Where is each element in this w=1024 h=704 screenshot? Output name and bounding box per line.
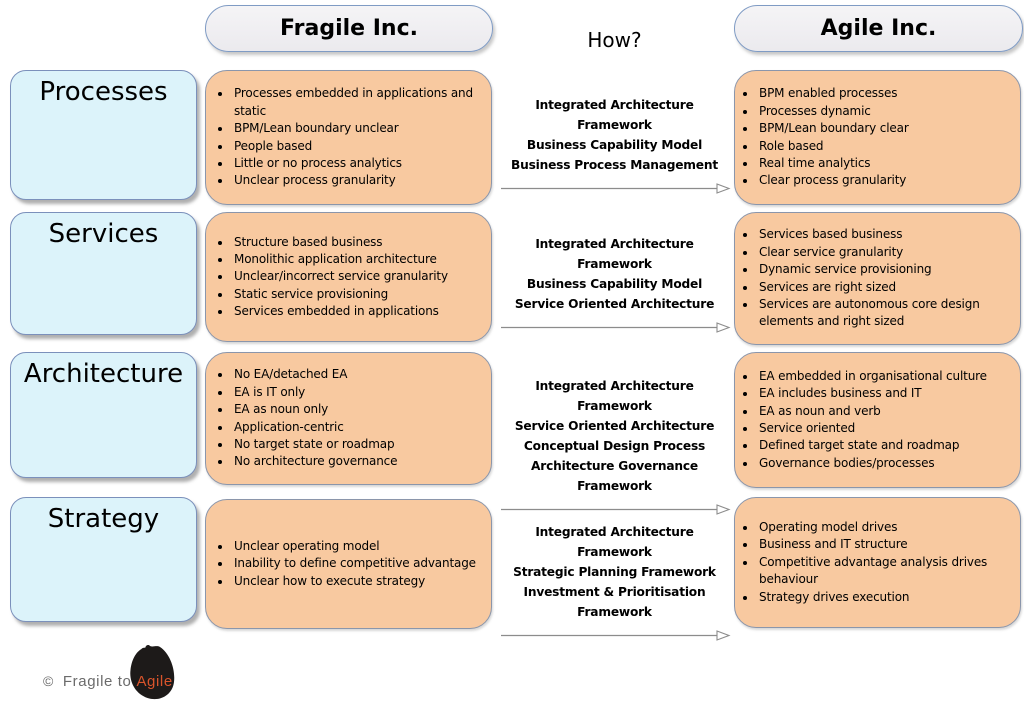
bullet-item: EA as noun and verb	[757, 403, 987, 420]
fragile-header-pill: Fragile Inc.	[205, 5, 493, 52]
how-line: Architecture Governance Framework	[531, 459, 698, 493]
how-line: Integrated Architecture Framework	[535, 525, 694, 559]
bullet-item: Real time analytics	[757, 155, 909, 172]
how-line: Integrated Architecture Framework	[535, 237, 694, 271]
agile-box-services: Services based businessClear service gra…	[734, 212, 1021, 345]
bullet-item: EA is IT only	[232, 384, 397, 401]
agile-box-architecture: EA embedded in organisational cultureEA …	[734, 352, 1021, 488]
how-line: Integrated Architecture Framework	[535, 98, 694, 132]
agile-box-processes: BPM enabled processesProcesses dynamicBP…	[734, 70, 1021, 205]
fragile-bullets-processes: Processes embedded in applications and s…	[206, 83, 491, 191]
bullet-item: EA embedded in organisational culture	[757, 368, 987, 385]
right-arrow-icon	[500, 630, 731, 641]
bullet-item: Static service provisioning	[232, 286, 448, 303]
bullet-item: BPM enabled processes	[757, 85, 909, 102]
bullet-item: Defined target state and roadmap	[757, 437, 987, 454]
fragile-bullets-architecture: No EA/detached EAEA is IT onlyEA as noun…	[206, 364, 401, 472]
how-line: Business Capability Model	[526, 138, 703, 152]
row-label-services: Services	[10, 212, 197, 335]
bullet-item: Dynamic service provisioning	[757, 261, 1016, 278]
bullet-item: Role based	[757, 138, 909, 155]
bullet-item: Services based business	[757, 226, 1016, 243]
bullet-item: No architecture governance	[232, 453, 398, 470]
brand-orange-text: Agile	[136, 673, 173, 690]
bullet-item: Business and IT structure	[757, 536, 1016, 553]
bullet-item: Governance bodies/processes	[757, 455, 987, 472]
right-arrow-icon	[500, 183, 731, 194]
row-label-processes: Processes	[10, 70, 197, 200]
bullet-item: Services are autonomous core design elem…	[757, 296, 1016, 331]
how-line: Service Oriented Architecture	[514, 419, 715, 433]
how-line: Business Process Management	[511, 158, 718, 172]
bullet-item: EA as noun only	[232, 401, 397, 418]
how-line: Service Oriented Architecture	[514, 297, 715, 311]
bullet-item: Structure based business	[232, 234, 448, 251]
bullet-item: Services are right sized	[757, 279, 1016, 296]
row-label-architecture: Architecture	[10, 352, 197, 478]
logo-blob-icon	[130, 645, 175, 700]
how-line: Investment & Prioritisation Framework	[523, 585, 706, 619]
fragile-bullets-strategy: Unclear operating modelInability to defi…	[206, 536, 480, 592]
bullet-item: Services embedded in applications	[232, 303, 448, 320]
fragile-box-services: Structure based businessMonolithic appli…	[205, 212, 492, 342]
bullet-item: BPM/Lean boundary unclear	[232, 120, 487, 137]
how-line: Conceptual Design Process	[523, 439, 706, 453]
row-label-strategy: Strategy	[10, 497, 197, 622]
bullet-item: Clear process granularity	[757, 172, 909, 189]
brand-footer: © Fragile to Agile	[43, 673, 173, 690]
agile-title: Agile Inc.	[820, 16, 937, 41]
fragile-box-architecture: No EA/detached EAEA is IT onlyEA as noun…	[205, 352, 492, 485]
copyright-icon: ©	[43, 673, 54, 689]
bullet-item: Clear service granularity	[757, 244, 1016, 261]
agile-header-pill: Agile Inc.	[734, 5, 1023, 52]
bullet-item: Service oriented	[757, 420, 987, 437]
fragile-box-strategy: Unclear operating modelInability to defi…	[205, 499, 492, 629]
bullet-item: Unclear process granularity	[232, 172, 487, 189]
agile-bullets-strategy: Operating model drivesBusiness and IT st…	[735, 517, 1020, 608]
bullet-item: Unclear how to execute strategy	[232, 573, 476, 590]
bullet-item: Operating model drives	[757, 519, 1016, 536]
row-label-text: Architecture	[23, 359, 184, 389]
bullet-item: Strategy drives execution	[757, 589, 1016, 606]
bullet-item: No EA/detached EA	[232, 366, 397, 383]
how-line: Business Capability Model	[526, 277, 703, 291]
bullet-item: Processes embedded in applications and s…	[232, 85, 487, 120]
how-title: How?	[587, 28, 642, 52]
bullet-item: People based	[232, 138, 487, 155]
bullet-item: Unclear operating model	[232, 538, 476, 555]
bullet-item: BPM/Lean boundary clear	[757, 120, 909, 137]
agile-bullets-architecture: EA embedded in organisational cultureEA …	[735, 366, 991, 474]
how-line: Integrated Architecture Framework	[535, 379, 694, 413]
row-label-text: Strategy	[47, 504, 160, 534]
bullet-item: No target state or roadmap	[232, 436, 397, 453]
bullet-item: EA includes business and IT	[757, 385, 987, 402]
fragile-title: Fragile Inc.	[280, 16, 418, 41]
agile-box-strategy: Operating model drivesBusiness and IT st…	[734, 497, 1021, 628]
row-label-text: Processes	[39, 77, 168, 107]
brand-gray-text: Fragile to	[62, 673, 132, 690]
agile-bullets-services: Services based businessClear service gra…	[735, 224, 1020, 332]
fragile-bullets-services: Structure based businessMonolithic appli…	[206, 232, 452, 323]
bullet-item: Application-centric	[232, 419, 397, 436]
right-arrow-icon	[500, 322, 731, 333]
row-label-text: Services	[48, 219, 159, 249]
how-line: Strategic Planning Framework	[513, 565, 716, 579]
agile-bullets-processes: BPM enabled processesProcesses dynamicBP…	[735, 83, 913, 191]
bullet-item: Little or no process analytics	[232, 155, 487, 172]
bullet-item: Monolithic application architecture	[232, 251, 448, 268]
bullet-item: Processes dynamic	[757, 103, 909, 120]
bullet-item: Competitive advantage analysis drives be…	[757, 554, 1016, 589]
bullet-item: Unclear/incorrect service granularity	[232, 268, 448, 285]
fragile-box-processes: Processes embedded in applications and s…	[205, 70, 492, 205]
right-arrow-icon	[500, 504, 731, 515]
bullet-item: Inability to define competitive advantag…	[232, 555, 476, 572]
